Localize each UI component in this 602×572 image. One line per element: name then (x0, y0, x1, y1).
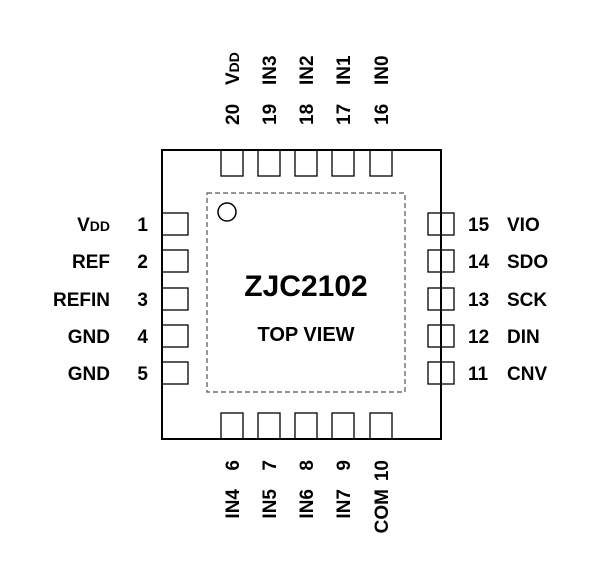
pad-pin-19 (257, 149, 281, 177)
pad-pin-5 (161, 361, 189, 385)
pin-name: IN0 (372, 55, 393, 85)
pin-number: 11 (468, 364, 489, 385)
pin-name: IN3 (260, 55, 281, 85)
pin-name: VDD (223, 52, 244, 85)
pin-number: 8 (297, 460, 318, 471)
pin-name: VIO (507, 215, 540, 236)
pin-name: IN6 (297, 489, 318, 519)
exposed-pad-outline (206, 192, 406, 393)
pad-pin-11 (427, 361, 455, 385)
pin-number: 20 (223, 104, 244, 125)
pad-pin-16 (369, 149, 393, 177)
pin1-indicator-circle (217, 202, 237, 222)
pin-name: IN4 (223, 489, 244, 519)
pin-number: 13 (468, 290, 489, 311)
pad-group (161, 149, 455, 440)
pin-name: GND (68, 327, 110, 348)
pin-name: REF (72, 252, 110, 273)
pad-pin-12 (427, 324, 455, 348)
pad-pin-2 (161, 249, 189, 273)
pad-pin-1 (161, 212, 189, 236)
pad-pin-13 (427, 287, 455, 311)
view-label: TOP VIEW (257, 324, 354, 346)
pin-name: SDO (507, 252, 548, 273)
pad-pin-6 (220, 412, 244, 440)
pin-number: 2 (137, 252, 148, 273)
pin-name: IN2 (297, 55, 318, 85)
pin-name: VDD (77, 215, 110, 236)
pin-number: 3 (137, 290, 148, 311)
pin-name: REFIN (53, 290, 110, 311)
part-number: ZJC2102 (244, 270, 367, 303)
pin-number: 9 (334, 460, 355, 471)
pin-number: 12 (468, 327, 489, 348)
pad-pin-10 (369, 412, 393, 440)
pin-number: 10 (372, 460, 393, 481)
pad-pin-3 (161, 287, 189, 311)
pin-name: IN5 (260, 489, 281, 519)
pin-name: IN7 (334, 489, 355, 519)
pad-pin-4 (161, 324, 189, 348)
pad-pin-7 (257, 412, 281, 440)
pad-pin-17 (331, 149, 355, 177)
pin-number: 15 (468, 215, 490, 236)
pin-number: 16 (372, 104, 393, 125)
pin-name: DIN (507, 327, 540, 348)
pin-number: 1 (137, 215, 148, 236)
pad-pin-20 (220, 149, 244, 177)
pin-number: 19 (260, 104, 281, 125)
pin-number: 14 (468, 252, 490, 273)
pin-number: 5 (137, 364, 148, 385)
pad-pin-9 (331, 412, 355, 440)
pin-number: 6 (223, 460, 244, 471)
pad-pin-8 (294, 412, 318, 440)
pad-pin-18 (294, 149, 318, 177)
pin-name: IN1 (334, 55, 355, 85)
pad-pin-15 (427, 212, 455, 236)
pin-number: 7 (260, 460, 281, 471)
pin-number: 18 (297, 104, 318, 125)
pin-name: GND (68, 364, 110, 385)
pin-name: CNV (507, 364, 547, 385)
pin-name: COM (372, 489, 393, 533)
pin-number: 4 (137, 327, 148, 348)
pin-number: 17 (334, 104, 355, 125)
pin-name: SCK (507, 290, 547, 311)
pad-pin-14 (427, 249, 455, 273)
